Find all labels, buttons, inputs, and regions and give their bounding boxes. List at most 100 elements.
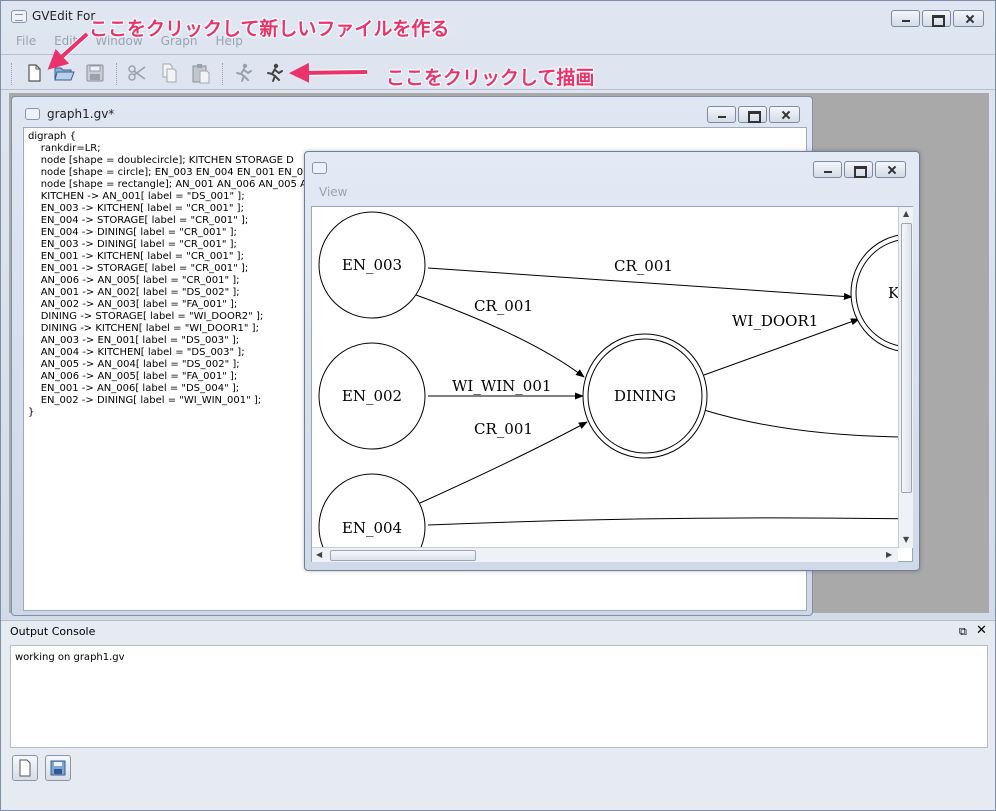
code-line: DINING -> STORAGE[ label = "WI_DOOR2" ];: [28, 311, 264, 322]
edge-en003-kitchen: [427, 267, 853, 301]
graph-canvas[interactable]: EN_003 EN_002 EN_004 DINING K CR_001 CR_…: [311, 206, 913, 562]
editor-maximize-button[interactable]: [738, 106, 767, 123]
window-controls: [891, 10, 984, 27]
edge-en004-dining: [419, 421, 588, 504]
view-minimize-button[interactable]: [813, 161, 842, 178]
node-label-en004: EN_004: [342, 519, 402, 537]
paste-button[interactable]: [189, 61, 213, 85]
cut-button[interactable]: [125, 61, 149, 85]
menu-file[interactable]: File: [16, 34, 37, 48]
scroll-left-icon[interactable]: ◀: [316, 550, 323, 559]
graph-svg: EN_003 EN_002 EN_004 DINING K CR_001 CR_…: [318, 211, 912, 562]
code-line: KITCHEN -> AN_001[ label = "DS_001" ];: [28, 191, 245, 202]
code-line: AN_005 -> AN_004[ label = "DS_002" ];: [28, 359, 240, 370]
code-line: EN_001 -> KITCHEN[ label = "CR_001" ];: [28, 251, 244, 262]
code-line: EN_004 -> STORAGE[ label = "CR_001" ];: [28, 215, 249, 226]
view-menu[interactable]: View: [319, 185, 348, 199]
app-title: GVEdit For: [32, 9, 96, 23]
editor-window-controls: [707, 106, 800, 123]
edge-label-dining-kitchen: WI_DOOR1: [732, 312, 818, 330]
maximize-button[interactable]: [922, 10, 951, 27]
open-folder-icon: [54, 67, 75, 81]
node-en004[interactable]: [318, 473, 426, 562]
code-line: EN_001 -> AN_006[ label = "DS_004" ];: [28, 383, 240, 394]
minimize-button[interactable]: [891, 10, 920, 27]
save-icon: [50, 760, 66, 776]
node-dining[interactable]: [582, 333, 708, 459]
save-button[interactable]: [83, 61, 107, 85]
code-line: DINING -> KITCHEN[ label = "WI_DOOR1" ];: [28, 323, 259, 334]
console-new-button[interactable]: [12, 755, 38, 781]
view-vertical-scrollbar[interactable]: ▲ ▼: [898, 207, 913, 548]
view-window-controls: [813, 161, 906, 178]
editor-close-button[interactable]: [769, 106, 800, 123]
console-save-button[interactable]: [45, 755, 71, 781]
view-close-button[interactable]: [875, 161, 906, 178]
edge-dining-offscreen: [703, 409, 912, 438]
code-line: rankdir=LR;: [28, 143, 101, 154]
edge-dining-kitchen: [703, 318, 860, 376]
console-output[interactable]: working on graph1.gv: [10, 645, 988, 748]
code-line: EN_003 -> KITCHEN[ label = "CR_001" ];: [28, 203, 244, 214]
output-console: Output Console ⧉ ✕ working on graph1.gv: [1, 620, 995, 810]
menu-window[interactable]: Window: [95, 34, 143, 48]
console-close-icon[interactable]: ✕: [976, 623, 987, 638]
code-line: AN_006 -> AN_005[ label = "FA_001" ];: [28, 371, 238, 382]
node-label-dining: DINING: [614, 387, 676, 405]
view-vertical-scroll-thumb[interactable]: [901, 223, 912, 493]
scroll-up-icon[interactable]: ▲: [903, 209, 910, 218]
scroll-down-icon[interactable]: ▼: [903, 535, 910, 544]
close-button[interactable]: [953, 10, 984, 27]
toolbar-separator: [222, 63, 224, 85]
menu-graph[interactable]: Graph: [160, 34, 198, 48]
node-label-en003: EN_003: [342, 256, 402, 274]
edge-label-en004-dining: CR_001: [474, 420, 533, 438]
toolbar: [1, 54, 995, 90]
scroll-right-icon[interactable]: ▶: [886, 550, 893, 559]
copy-icon: [162, 63, 177, 83]
view-window-icon: [312, 162, 327, 174]
title-bar[interactable]: GVEdit For: [1, 1, 995, 31]
code-line: digraph {: [28, 131, 76, 142]
menu-help[interactable]: Help: [215, 34, 243, 48]
view-horizontal-scroll-thumb[interactable]: [330, 550, 476, 561]
node-en002[interactable]: [318, 342, 426, 450]
editor-window-title: graph1.gv*: [47, 107, 115, 121]
open-file-button[interactable]: [52, 61, 76, 85]
copy-button[interactable]: [157, 61, 181, 85]
node-en003[interactable]: [318, 211, 426, 319]
console-title: Output Console: [10, 625, 96, 638]
code-line: AN_001 -> AN_002[ label = "DS_002" ];: [28, 287, 240, 298]
code-line: AN_006 -> AN_005[ label = "CR_001" ];: [28, 275, 240, 286]
code-line: node [shape = circle]; EN_003 EN_004 EN_…: [28, 167, 304, 178]
node-label-en002: EN_002: [342, 387, 402, 405]
editor-window-icon: [25, 108, 40, 120]
edge-label-en003-dining: CR_001: [474, 297, 533, 315]
new-file-button[interactable]: [22, 61, 46, 85]
run-layout-icon: [236, 63, 252, 82]
view-horizontal-scrollbar[interactable]: ◀ ▶: [312, 547, 898, 562]
save-icon: [86, 64, 104, 82]
annotation-render: ここをクリックして描画: [386, 67, 595, 89]
code-line: EN_001 -> STORAGE[ label = "CR_001" ];: [28, 263, 249, 274]
code-line: AN_004 -> KITCHEN[ label = "DS_003" ];: [28, 347, 245, 358]
annotation-new-file: ここをクリックして新しいファイルを作る: [89, 18, 450, 40]
layout-button[interactable]: [231, 61, 255, 85]
new-file-icon: [28, 64, 41, 82]
render-button[interactable]: [262, 61, 286, 85]
edge-label-en002-dining: WI_WIN_001: [452, 377, 551, 395]
cut-icon: [128, 65, 146, 81]
menu-edit[interactable]: Edit: [54, 34, 78, 48]
toolbar-separator: [11, 63, 13, 85]
run-render-icon: [267, 63, 283, 82]
node-label-kitchen: K: [888, 284, 900, 302]
code-line: AN_003 -> EN_001[ label = "DS_003" ];: [28, 335, 240, 346]
float-dock-icon[interactable]: ⧉: [959, 625, 967, 638]
code-line: }: [28, 407, 35, 418]
edge-en003-dining: [415, 294, 585, 378]
code-line: EN_004 -> DINING[ label = "CR_001" ];: [28, 227, 237, 238]
code-line: EN_003 -> DINING[ label = "CR_001" ];: [28, 239, 237, 250]
editor-minimize-button[interactable]: [707, 106, 736, 123]
view-maximize-button[interactable]: [844, 161, 873, 178]
